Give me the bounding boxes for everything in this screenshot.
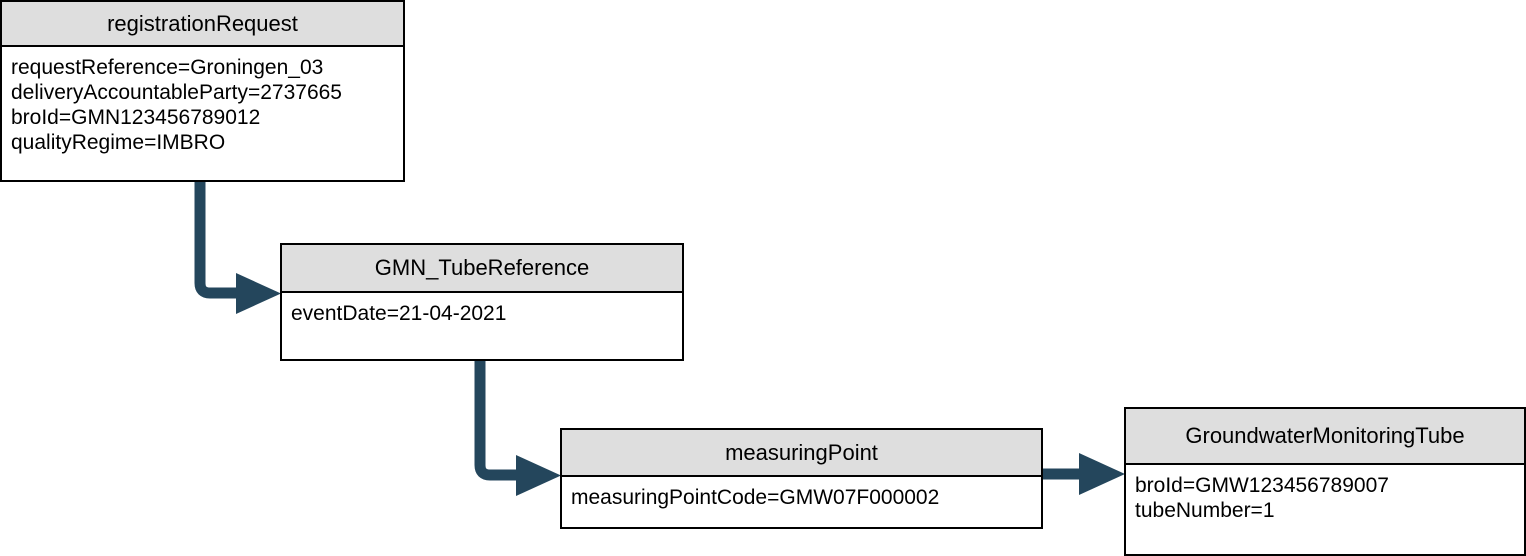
uml-box-gmn-tube-reference[interactable]: GMN_TubeReference eventDate=21-04-2021: [280, 243, 684, 361]
uml-attribute: qualityRegime=IMBRO: [11, 131, 226, 154]
uml-box-title: GroundwaterMonitoringTube: [1126, 409, 1524, 465]
connector-elbow-line: [194, 181, 243, 299]
uml-attribute: deliveryAccountableParty=2737665: [11, 81, 342, 104]
connector-elbow-line: [474, 360, 523, 481]
arrowhead-icon: [236, 273, 281, 314]
uml-box-registration-request[interactable]: registrationRequest requestReference=Gro…: [0, 0, 405, 182]
uml-box-groundwater-monitoring-tube[interactable]: GroundwaterMonitoringTube broId=GMW12345…: [1124, 407, 1526, 556]
arrowhead-icon: [516, 455, 561, 496]
connector-measuringpoint-to-groundwatermonitoringtube: [1042, 453, 1125, 495]
uml-attribute: tubeNumber=1: [1135, 499, 1275, 522]
uml-box-attributes: broId=GMW123456789007 tubeNumber=1: [1126, 465, 1524, 554]
uml-box-attributes: measuringPointCode=GMW07F000002: [562, 477, 1041, 527]
arrowhead-icon: [1079, 453, 1125, 495]
uml-box-title: measuringPoint: [562, 430, 1041, 477]
uml-attribute: eventDate=21-04-2021: [291, 302, 507, 325]
uml-box-measuring-point[interactable]: measuringPoint measuringPointCode=GMW07F…: [560, 428, 1043, 529]
uml-attribute: broId=GMN123456789012: [11, 106, 261, 129]
uml-attribute: measuringPointCode=GMW07F000002: [571, 486, 940, 509]
uml-box-attributes: requestReference=Groningen_03 deliveryAc…: [2, 47, 403, 180]
uml-attribute: requestReference=Groningen_03: [11, 56, 324, 79]
uml-box-title: registrationRequest: [2, 2, 403, 47]
connector-gmn-tubereference-to-measuringpoint: [474, 360, 561, 496]
uml-box-title: GMN_TubeReference: [282, 245, 682, 293]
uml-box-attributes: eventDate=21-04-2021: [282, 293, 682, 359]
connector-registrationrequest-to-gmn-tubereference: [194, 181, 281, 314]
uml-attribute: broId=GMW123456789007: [1135, 474, 1389, 497]
